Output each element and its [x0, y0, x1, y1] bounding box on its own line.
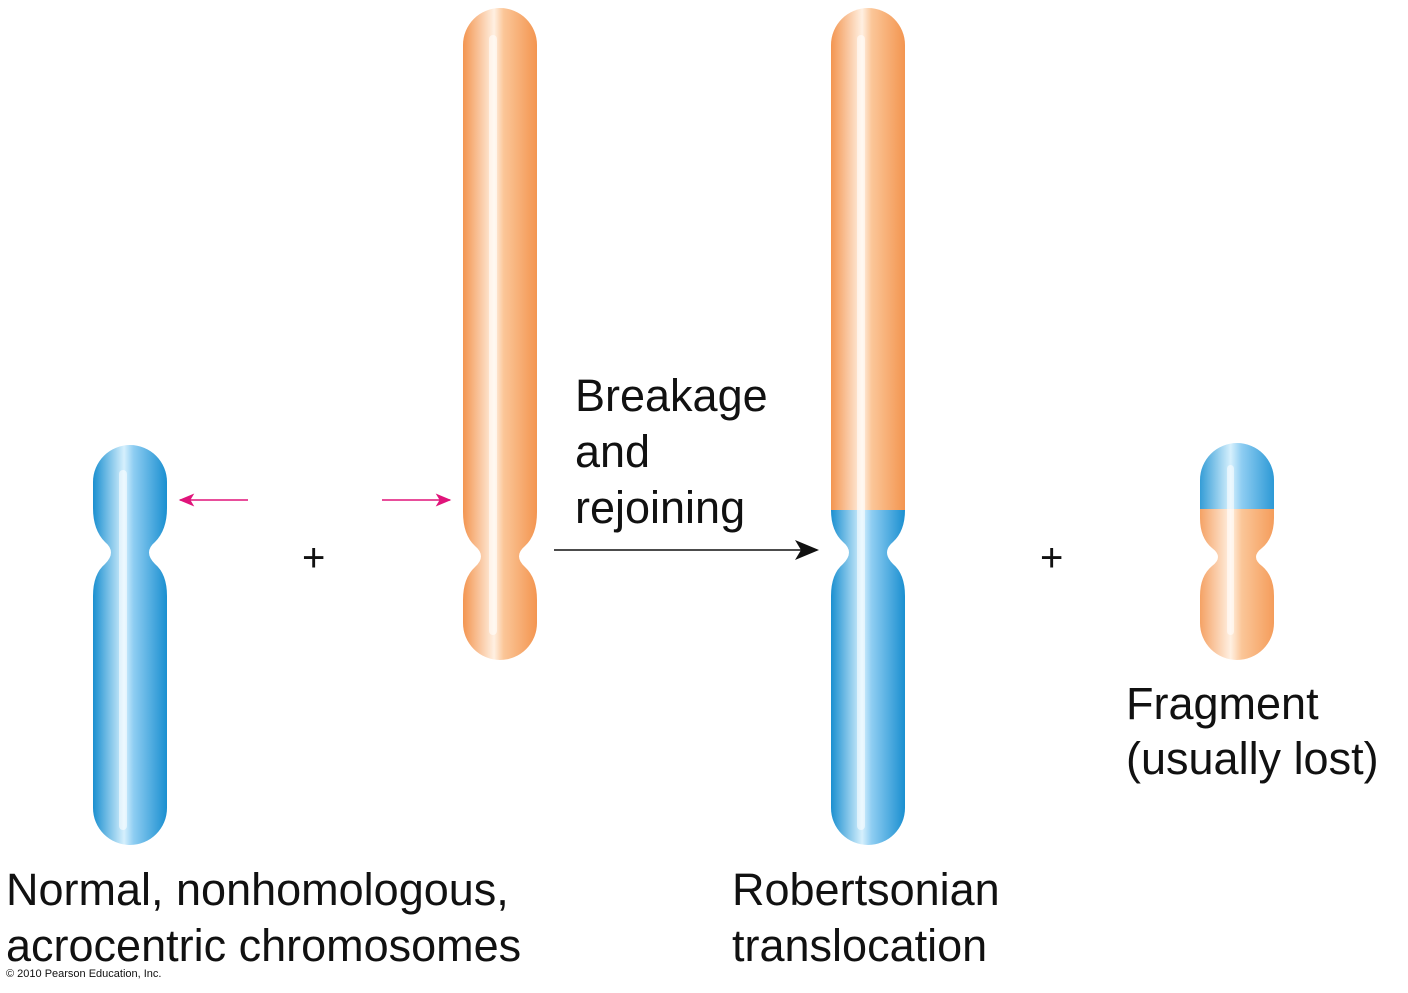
- orange-acrocentric-chromosome: [463, 8, 537, 660]
- normal-chromosomes-label-line2: acrocentric chromosomes: [6, 920, 522, 971]
- fragment-highlight: [1227, 465, 1234, 635]
- process-label-line3: rejoining: [575, 482, 746, 533]
- robertsonian-blue-long-arm: [831, 510, 905, 845]
- robertsonian-orange-long-arm: [831, 8, 905, 510]
- copyright-notice: © 2010 Pearson Education, Inc.: [6, 968, 162, 980]
- robertsonian-highlight: [857, 35, 865, 830]
- process-label-line2: and: [575, 426, 651, 477]
- blue-acrocentric-chromosome: [93, 445, 167, 845]
- process-label-line1: Breakage: [575, 370, 768, 421]
- fragment-chromosome: [1200, 443, 1274, 660]
- plus-sign-left: +: [302, 536, 326, 580]
- normal-chromosomes-label-line1: Normal, nonhomologous,: [6, 864, 509, 915]
- robertsonian-label-line2: translocation: [732, 920, 988, 971]
- plus-sign-right: +: [1040, 536, 1064, 580]
- robertsonian-label-line1: Robertsonian: [732, 864, 1000, 915]
- fragment-label-line1: Fragment: [1126, 678, 1319, 729]
- fragment-label-line2: (usually lost): [1126, 733, 1379, 784]
- orange-chromosome-highlight: [489, 35, 497, 635]
- blue-chromosome-highlight: [119, 470, 127, 830]
